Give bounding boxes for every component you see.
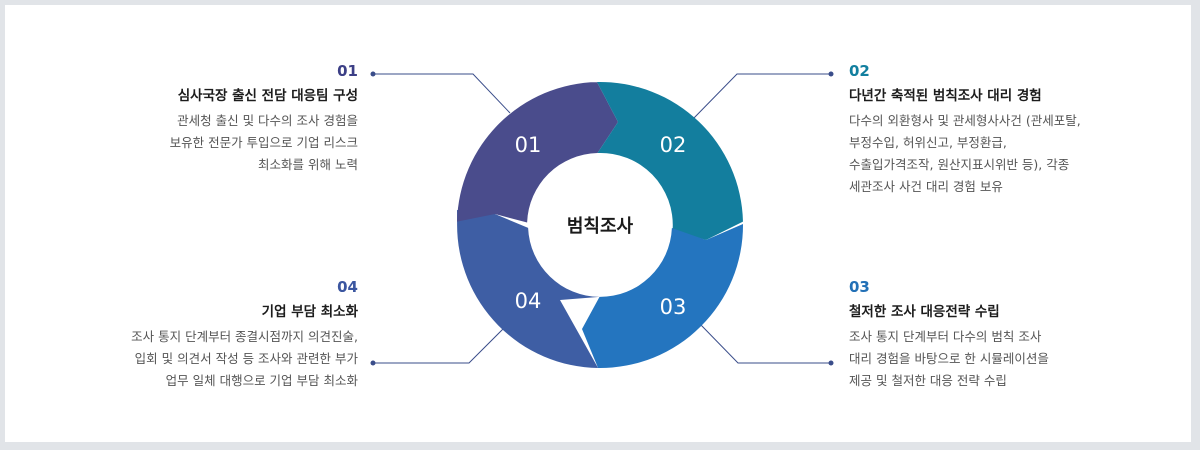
description-line: 업무 일체 대행으로 기업 부담 최소화 (165, 373, 358, 388)
description-line: 입회 및 의견서 작성 등 조사와 관련한 부가 (134, 351, 358, 366)
connector-04 (373, 318, 514, 364)
item-number: 03 (849, 278, 870, 296)
item-title: 다년간 축적된 범칙조사 대리 경험 (849, 88, 1042, 104)
item-03: 03 철저한 조사 대응전략 수립 조사 통지 단계부터 다수의 범칙 조사 대… (849, 278, 1149, 392)
connector-03 (699, 323, 831, 364)
description-line: 조사 통지 단계부터 다수의 범칙 조사 (849, 329, 1042, 344)
connector-02 (691, 73, 831, 121)
item-number: 04 (337, 278, 358, 296)
segment-03 (582, 224, 744, 369)
segment-01 (457, 82, 618, 223)
item-01: 01 심사국장 출신 전담 대응팀 구성 관세청 출신 및 다수의 조사 경험을… (58, 62, 358, 176)
connector-dot-04 (370, 360, 376, 366)
item-description: 조사 통지 단계부터 종결시점까지 의견진술, 입회 및 의견서 작성 등 조사… (58, 326, 358, 392)
description-line: 최소화를 위해 노력 (258, 157, 358, 172)
connector-dot-03 (828, 360, 834, 366)
item-description: 조사 통지 단계부터 다수의 범칙 조사 대리 경험을 바탕으로 한 시뮬레이션… (849, 326, 1149, 392)
item-04: 04 기업 부담 최소화 조사 통지 단계부터 종결시점까지 의견진술, 입회 … (58, 278, 358, 392)
item-title: 철저한 조사 대응전략 수립 (849, 304, 1000, 320)
item-number: 02 (849, 62, 870, 80)
description-line: 조사 통지 단계부터 종결시점까지 의견진술, (131, 329, 358, 344)
connector-dot-02 (828, 71, 834, 77)
description-line: 제공 및 철저한 대응 전략 수립 (849, 373, 1007, 388)
description-line: 관세청 출신 및 다수의 조사 경험을 (177, 113, 358, 128)
description-line: 다수의 외환형사 및 관세형사사건 (관세포탈, (849, 113, 1081, 128)
item-description: 다수의 외환형사 및 관세형사사건 (관세포탈, 부정수입, 허위신고, 부정환… (849, 110, 1149, 198)
description-line: 세관조사 사건 대리 경험 보유 (849, 179, 1003, 194)
description-line: 수출입가격조작, 원산지표시위반 등), 각종 (849, 157, 1070, 172)
segment-label-02: 02 (660, 133, 687, 157)
description-line: 보유한 전문가 투입으로 기업 리스크 (169, 135, 358, 150)
segment-label-01: 01 (515, 133, 542, 157)
item-number: 01 (337, 62, 358, 80)
connector-lines (373, 73, 831, 364)
segment-label-04: 04 (515, 289, 542, 313)
item-title: 기업 부담 최소화 (261, 304, 358, 320)
segment-label-03: 03 (660, 295, 687, 319)
description-line: 대리 경험을 바탕으로 한 시뮬레이션을 (849, 351, 1049, 366)
segment-02 (597, 81, 743, 240)
item-title: 심사국장 출신 전담 대응팀 구성 (177, 88, 358, 104)
description-line: 부정수입, 허위신고, 부정환급, (849, 135, 1007, 150)
center-label: 범칙조사 (567, 216, 634, 237)
connector-01 (373, 73, 511, 114)
item-02: 02 다년간 축적된 범칙조사 대리 경험 다수의 외환형사 및 관세형사사건 … (849, 62, 1149, 198)
item-description: 관세청 출신 및 다수의 조사 경험을 보유한 전문가 투입으로 기업 리스크 … (58, 110, 358, 176)
segment-04 (457, 210, 600, 368)
connector-dots (370, 71, 834, 366)
connector-dot-01 (370, 71, 376, 77)
content-card (5, 5, 1191, 442)
